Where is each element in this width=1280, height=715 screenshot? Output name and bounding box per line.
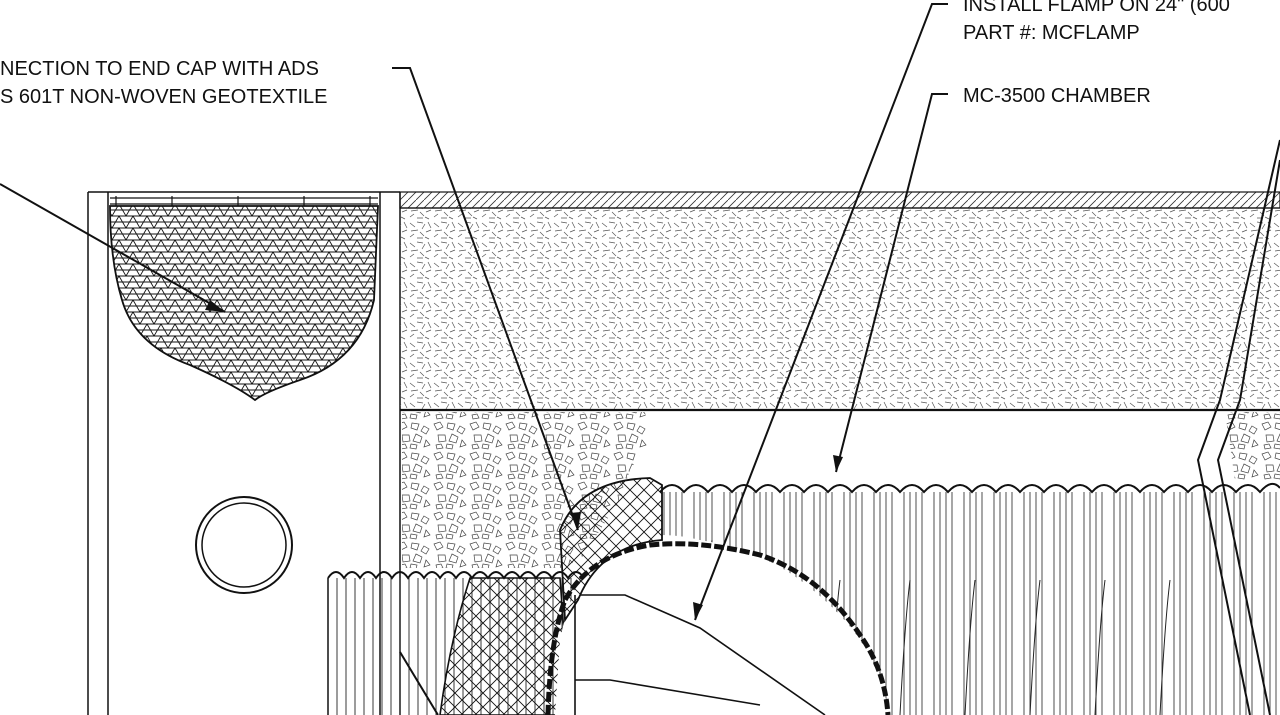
flamp-label-line2: PART #: MCFLAMP (963, 22, 1140, 44)
break-lines (1196, 139, 1280, 715)
end-cap-details (574, 594, 826, 715)
inlet-pipe-opening (195, 496, 293, 594)
leader-arrowheads (205, 300, 843, 620)
geotextile-filter-bag (109, 205, 379, 402)
flamp-mesh (559, 477, 663, 623)
surface-cover-layer (399, 191, 1280, 209)
geotextile-outline (545, 541, 891, 715)
connection-label-line2: S 601T NON-WOVEN GEOTEXTILE (0, 86, 327, 108)
chamber-end-cap (555, 535, 890, 715)
fill-material-layer (400, 208, 1280, 410)
geotextile-wrap (439, 577, 571, 715)
chamber-label: MC-3500 CHAMBER (963, 85, 1151, 107)
leader-lines (0, 3, 948, 715)
connection-label-line1: NECTION TO END CAP WITH ADS (0, 58, 319, 80)
flamp-label-line1: INSTALL FLAMP ON 24" (600 (963, 0, 1230, 16)
